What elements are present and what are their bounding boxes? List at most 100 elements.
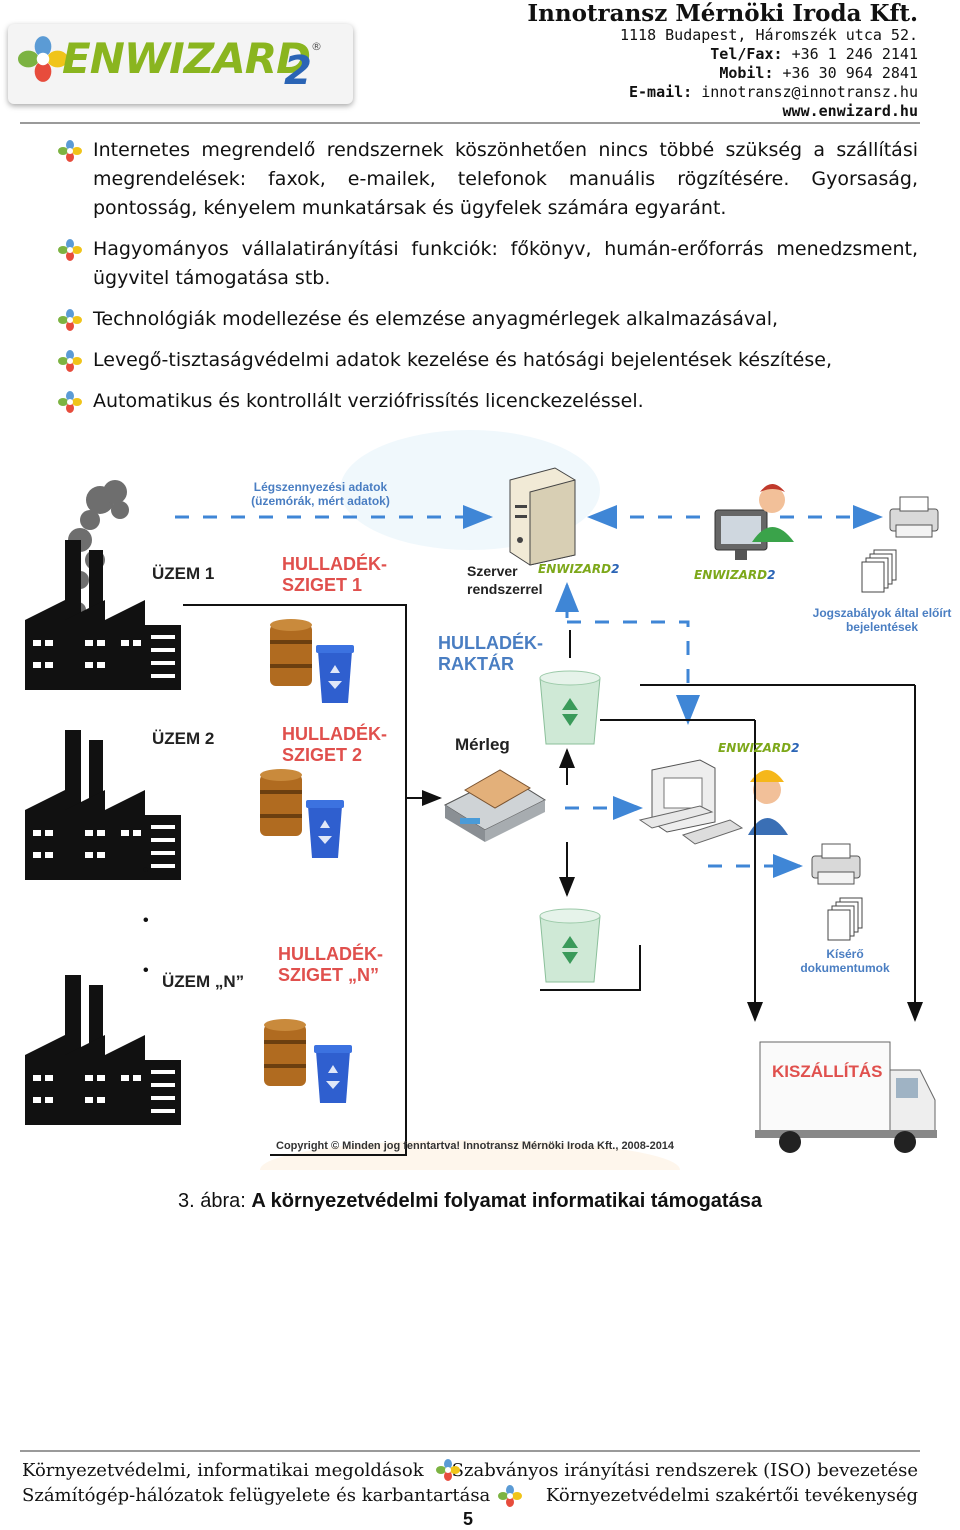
mini-logo-text: ENWIZARD — [694, 568, 768, 582]
waste-island2-line1: HULLADÉK- — [282, 724, 387, 744]
scale-label: Mérleg — [455, 735, 510, 754]
bullet-item: Technológiák modellezése és elemzése any… — [58, 305, 918, 334]
bullet-text: Hagyományos vállalatirányítási funkciók:… — [93, 238, 918, 289]
docs-line2: dokumentumok — [800, 961, 890, 975]
company-telfax: Tel/Fax: +36 1 246 2141 — [710, 45, 918, 64]
caption-title: A környezetvédelmi folyamat informatikai… — [251, 1190, 762, 1212]
footer-right-line1: Szabványos irányítási rendszerek (ISO) b… — [451, 1460, 918, 1481]
mobil-label: Mobil: — [719, 64, 774, 82]
server-label: Szerver rendszerrel — [467, 562, 542, 598]
mobil-value: +36 30 964 2841 — [782, 64, 918, 82]
recycle-bin-icon — [306, 800, 344, 858]
bullet-item: Levegő-tisztaságvédelmi adatok kezelése … — [58, 346, 918, 375]
plant2-label: ÜZEM 2 — [152, 729, 215, 748]
email-value[interactable]: innotransz@innotransz.hu — [701, 83, 918, 101]
logo-flower-icon — [18, 36, 68, 82]
mini-logo-text: ENWIZARD — [538, 562, 612, 576]
figure-caption: 3. ábra: A környezetvédelmi folyamat inf… — [0, 1190, 940, 1213]
footer-divider — [20, 1450, 920, 1452]
company-name: Innotransz Mérnöki Iroda Kft. — [527, 0, 918, 27]
flower-bullet-icon — [58, 239, 82, 261]
accompanying-docs-label: Kísérő dokumentumok — [790, 947, 900, 975]
barrel-icon — [264, 1019, 306, 1086]
footer-right-line2: Környezetvédelmi szakértői tevékenység — [545, 1485, 918, 1506]
document-stack-icon — [861, 549, 897, 593]
diagram-graphics — [25, 430, 939, 1170]
mini-logo: ENWIZARD2 — [718, 741, 800, 755]
server-line2: rendszerrel — [467, 581, 543, 597]
flower-bullet-icon — [58, 350, 82, 372]
legal-line2: bejelentések — [845, 620, 919, 634]
background-glow — [260, 1140, 680, 1170]
company-address: 1118 Budapest, Háromszék utca 52. — [619, 26, 918, 44]
document-stack-icon — [827, 897, 863, 941]
waste-island1-line2: SZIGET 1 — [282, 575, 363, 595]
waste-island1-line1: HULLADÉK- — [282, 554, 387, 574]
truck-label: KISZÁLLÍTÁS — [772, 1062, 883, 1081]
recycle-bin-icon — [316, 645, 354, 703]
footer-left-line2: Számítógép-hálózatok felügyelete és karb… — [22, 1485, 491, 1506]
plantN-label: ÜZEM „N” — [162, 972, 245, 991]
mini-logo-number: 2 — [611, 562, 620, 576]
company-mobil: Mobil: +36 30 964 2841 — [719, 64, 918, 83]
flower-bullet-icon — [58, 309, 82, 331]
telfax-label: Tel/Fax: — [710, 45, 783, 63]
flower-bullet-icon — [58, 140, 82, 162]
bullet-text: Levegő-tisztaságvédelmi adatok kezelése … — [93, 349, 832, 371]
barrel-icon — [270, 619, 312, 686]
footer-flower-icon — [436, 1459, 460, 1481]
ellipsis-dot: • — [143, 962, 149, 979]
printer-icon — [889, 496, 939, 538]
air-data-line1: Légszennyezési adatok — [253, 480, 388, 494]
mini-logo-number: 2 — [791, 741, 800, 755]
bullet-text: Technológiák modellezése és elemzése any… — [93, 308, 779, 330]
truck-icon — [755, 1041, 937, 1153]
process-diagram: Légszennyezési adatok (üzemórák, mért ad… — [0, 430, 960, 1170]
mini-logo: ENWIZARD2 — [538, 562, 620, 576]
data-flow-arrows — [175, 505, 883, 878]
waste-island2-line2: SZIGET 2 — [282, 745, 363, 765]
barrel-icon — [260, 769, 302, 836]
company-email: E-mail: innotransz@innotransz.hu — [629, 83, 918, 102]
mini-logo-number: 2 — [767, 568, 776, 582]
diagram-copyright: Copyright © Minden jog fenntartva! Innot… — [276, 1140, 675, 1152]
scale-icon — [443, 769, 547, 842]
legal-line1: Jogszabályok által előírt — [812, 606, 952, 620]
legal-reports-label: Jogszabályok által előírt bejelentések — [806, 606, 958, 634]
warehouse-label: HULLADÉK- RAKTÁR — [438, 633, 543, 675]
warehouse-line1: HULLADÉK- — [438, 633, 543, 653]
workstation-icon — [638, 759, 744, 845]
docs-line1: Kísérő — [826, 947, 864, 961]
worker-icon — [748, 770, 788, 835]
waste-container-icon — [539, 908, 601, 983]
footer-left-line1: Környezetvédelmi, informatikai megoldáso… — [22, 1460, 424, 1481]
waste-island1-label: HULLADÉK- SZIGET 1 — [282, 554, 387, 596]
air-data-line2: (üzemórák, mért adatok) — [251, 494, 390, 508]
waste-island2-label: HULLADÉK- SZIGET 2 — [282, 724, 387, 766]
air-data-label: Légszennyezési adatok (üzemórák, mért ad… — [238, 480, 403, 508]
enwizard-logo — [8, 24, 353, 104]
factory-icon — [25, 975, 181, 1125]
waste-islandN-label: HULLADÉK- SZIGET „N” — [278, 944, 383, 986]
factory-icon — [25, 540, 181, 690]
company-website[interactable]: www.enwizard.hu — [782, 102, 918, 120]
logo-registered-mark: ® — [311, 40, 322, 53]
page-number: 5 — [463, 1509, 474, 1529]
printer-icon — [811, 843, 861, 885]
bullet-item: Internetes megrendelő rendszernek köszön… — [58, 136, 918, 223]
ellipsis-dot: • — [143, 862, 149, 879]
mini-logo-text: ENWIZARD — [718, 741, 792, 755]
factory-icon — [25, 730, 181, 880]
logo-text: ENWIZARD — [62, 34, 311, 83]
telfax-value: +36 1 246 2141 — [791, 45, 918, 63]
header-divider — [20, 122, 920, 124]
waste-islandN-line1: HULLADÉK- — [278, 944, 383, 964]
flower-bullet-icon — [58, 391, 82, 413]
email-label: E-mail: — [629, 83, 693, 101]
plant1-label: ÜZEM 1 — [152, 564, 215, 583]
recycle-bin-icon — [314, 1045, 352, 1103]
bullet-text: Automatikus és kontrollált verziófrissít… — [93, 390, 644, 412]
waste-container-icon — [539, 670, 601, 745]
mini-logo: ENWIZARD2 — [694, 568, 776, 582]
computer-user-icon — [714, 484, 794, 560]
